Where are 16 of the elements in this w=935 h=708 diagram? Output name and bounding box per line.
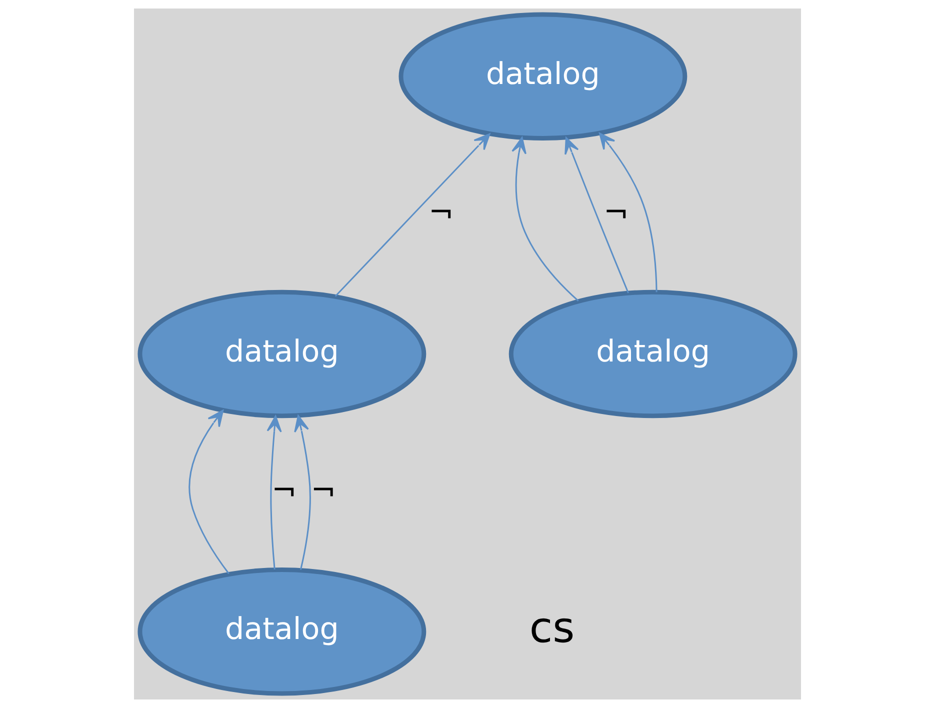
arrow — [188, 410, 230, 574]
node-ellipse: datalog — [138, 568, 426, 696]
arrow — [598, 132, 658, 292]
arrow — [564, 137, 629, 294]
node-ellipse: datalog — [398, 12, 688, 140]
arrow — [266, 415, 282, 570]
edge-label: ¬ — [310, 473, 336, 508]
edge-label: ¬ — [428, 196, 454, 231]
arrow — [294, 415, 311, 570]
node-ellipse: datalog — [138, 290, 426, 418]
label: cs — [529, 603, 575, 652]
edge-label: ¬ — [272, 473, 297, 508]
node-ellipse: datalog — [508, 290, 798, 418]
edge-label: ¬ — [603, 196, 629, 231]
arrow — [334, 133, 490, 297]
arrow — [512, 136, 579, 302]
